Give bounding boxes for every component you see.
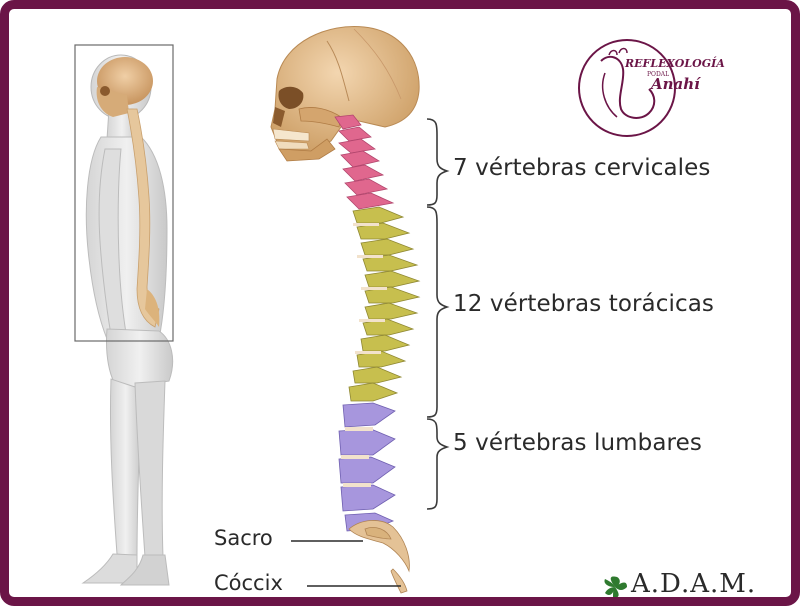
reflexology-logo	[578, 39, 676, 137]
adam-leaf-icon	[604, 576, 627, 597]
small-skull	[96, 57, 153, 117]
lumbar-vertebrae	[338, 402, 396, 532]
intervertebral-discs	[341, 223, 387, 487]
large-skull	[270, 25, 420, 162]
anatomy-illustration	[74, 25, 676, 597]
label-lumbar: 5 vértebras lumbares	[453, 430, 702, 456]
small-pelvis	[145, 289, 160, 327]
adam-brand: A.D.A.M.	[631, 569, 757, 599]
label-coccyx: Cóccix	[214, 571, 283, 595]
label-sacrum: Sacro	[214, 526, 273, 550]
logo-name: Anahí	[651, 75, 700, 93]
logo-title: REFLEXOLOGÍA	[625, 57, 725, 70]
label-cervical: 7 vértebras cervicales	[453, 155, 711, 181]
cervical-vertebrae	[334, 114, 395, 210]
label-thoracic: 12 vértebras torácicas	[453, 291, 715, 317]
highlight-box	[74, 44, 174, 342]
human-body-silhouette	[81, 54, 174, 586]
small-spine	[126, 108, 160, 328]
sacrum-coccyx	[348, 520, 410, 594]
region-braces	[426, 118, 450, 510]
logo-subtitle: PODAL	[647, 71, 670, 78]
thoracic-vertebrae	[348, 206, 421, 402]
